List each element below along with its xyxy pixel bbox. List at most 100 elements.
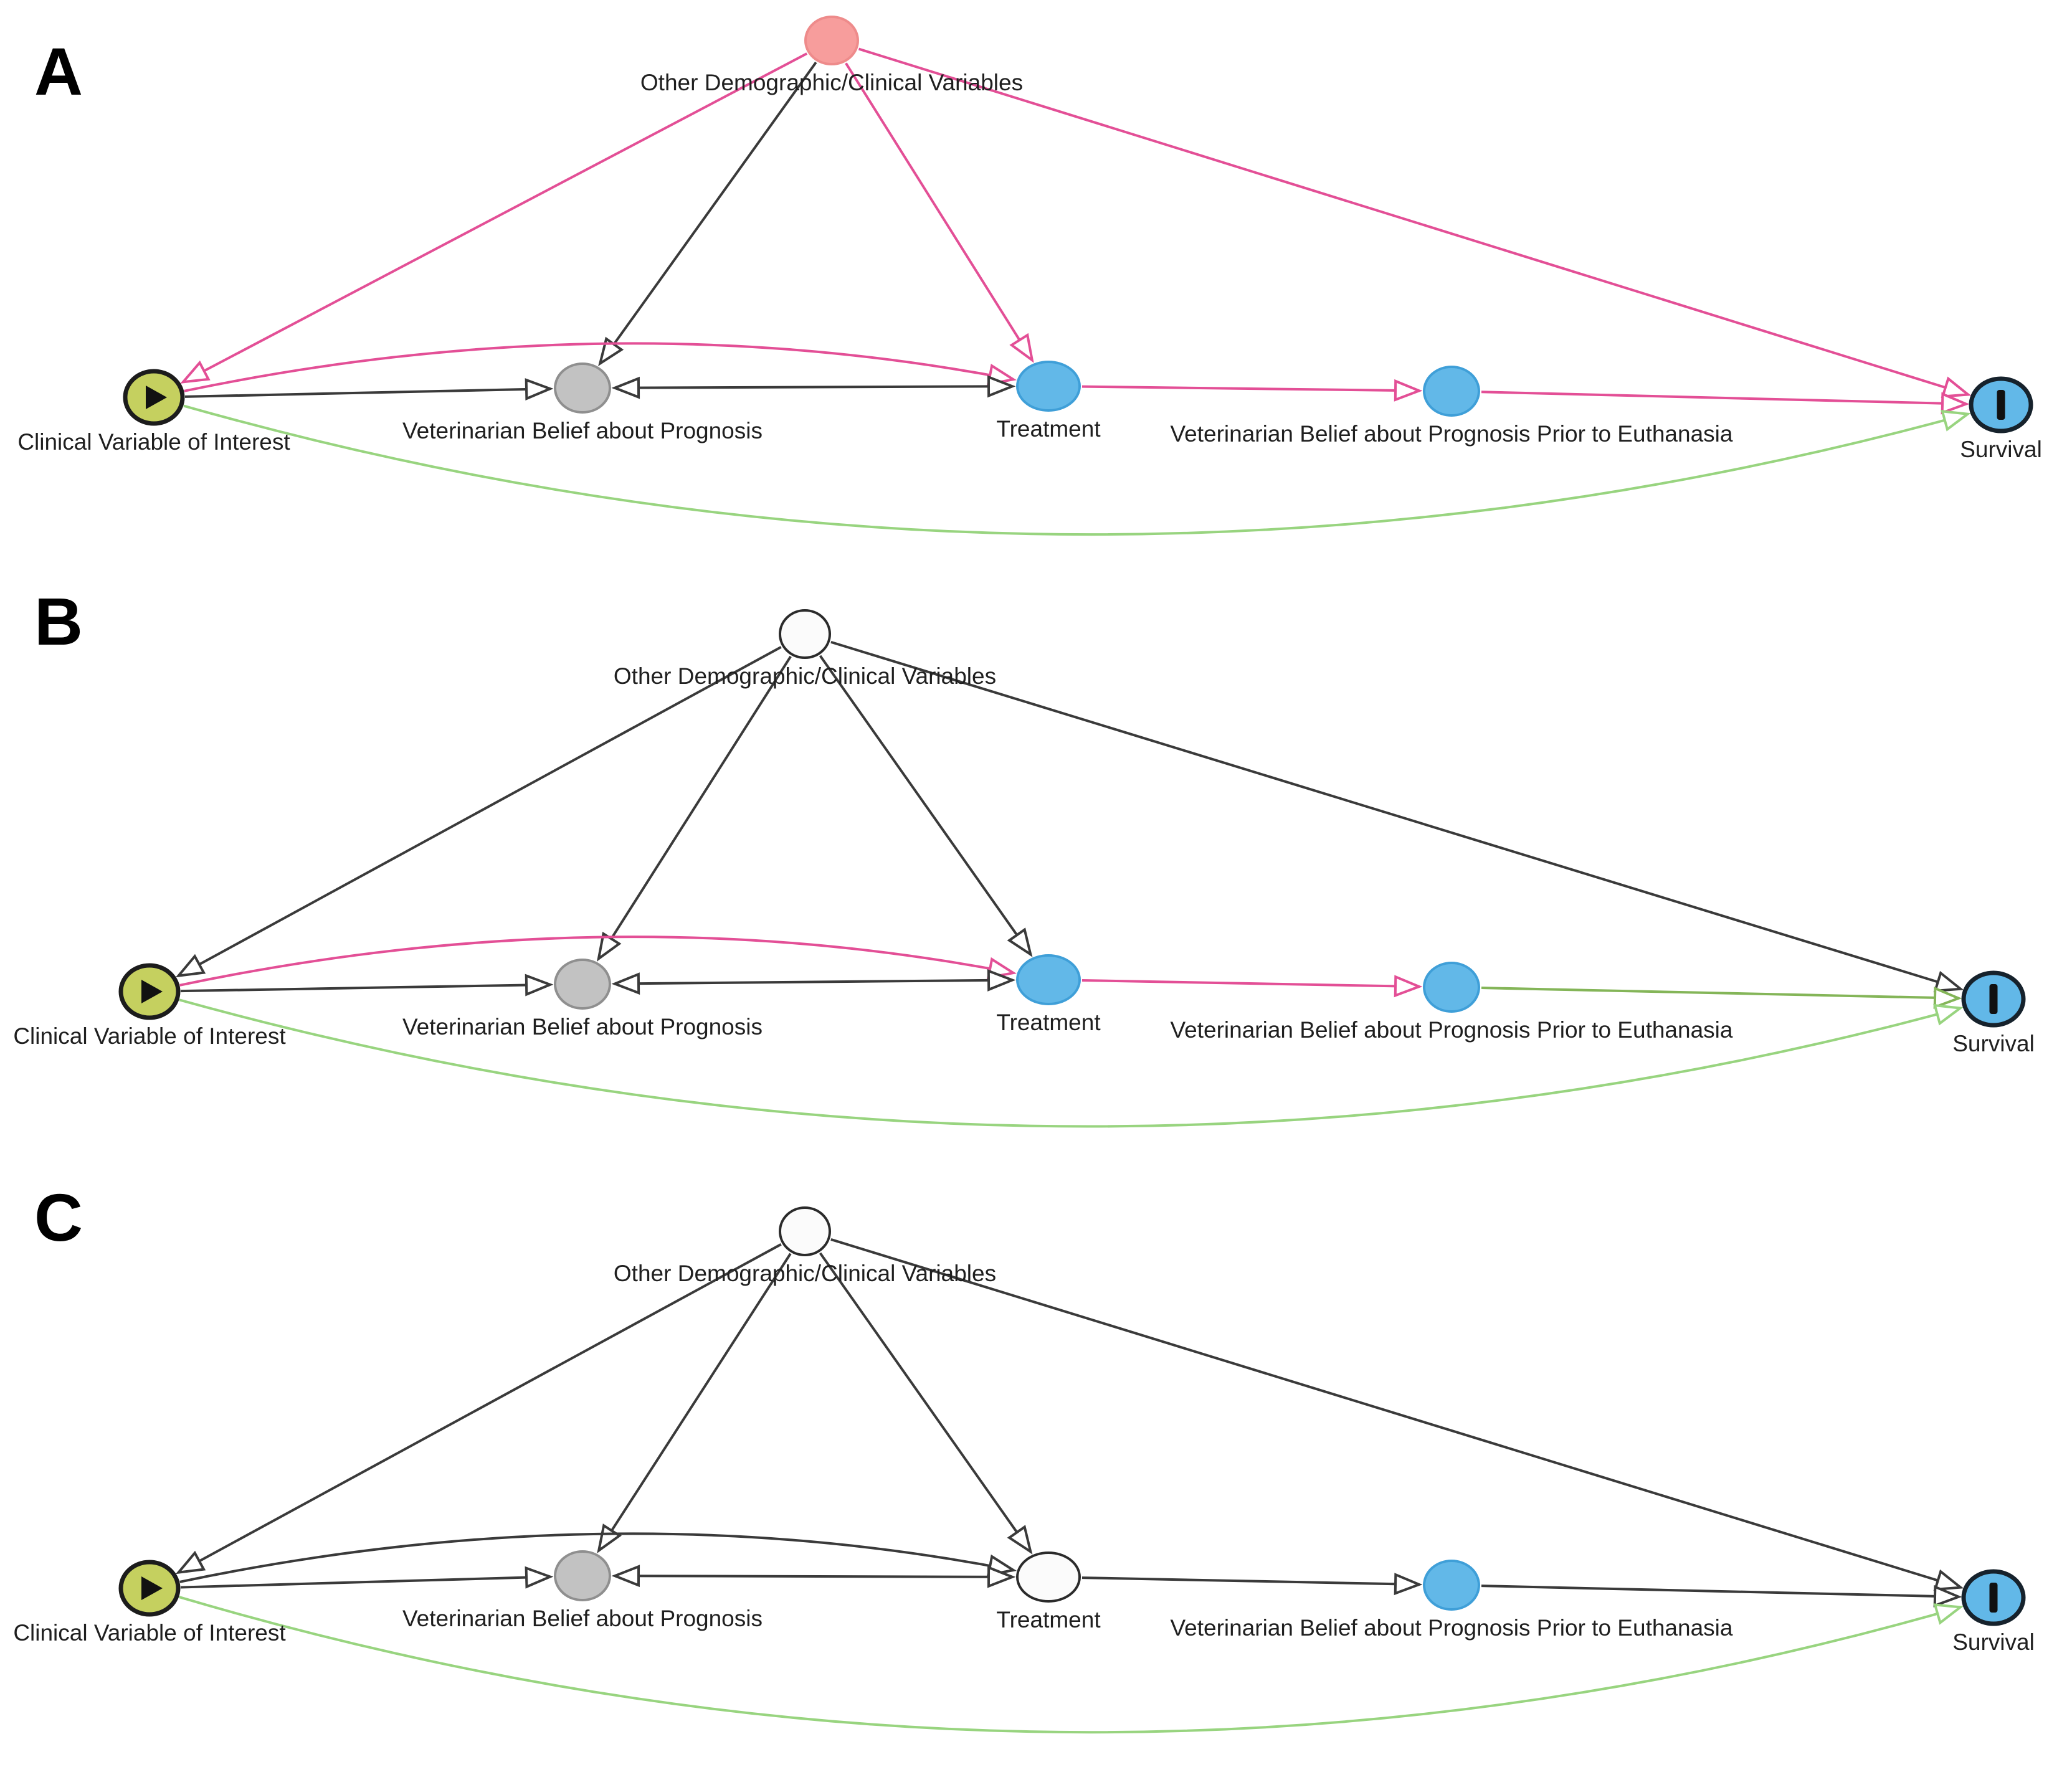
edge-line [830, 1238, 1961, 1589]
edge-line [179, 998, 1960, 1128]
arrowhead-icon [987, 969, 1016, 992]
edge-treatment-belief [611, 1565, 1016, 1588]
edge-line [183, 404, 1969, 536]
arrowhead-icon [1394, 379, 1423, 402]
edge-other-clinical [180, 52, 808, 384]
arrowhead-icon [597, 1523, 622, 1554]
edge-other-belief [596, 655, 792, 962]
edge-other-treatment [819, 1252, 1033, 1555]
node-shape-other [779, 609, 831, 659]
node-clinical [123, 369, 185, 426]
node-label-belief_euth: Veterinarian Belief about Prognosis Prio… [1171, 1615, 1733, 1641]
node-label-survival: Survival [1952, 1031, 2035, 1056]
arrowhead-icon [596, 931, 622, 962]
edge-line [184, 342, 1014, 392]
edge-line [845, 62, 1034, 361]
edge-clinical-belief [180, 1566, 554, 1589]
edge-other-clinical [175, 646, 782, 978]
exposure-triangle-icon [146, 386, 167, 409]
node-shape-other [804, 16, 859, 65]
node-other [779, 1206, 831, 1256]
edge-line [1081, 1576, 1420, 1586]
edge-other-clinical [175, 1243, 782, 1575]
node-label-other: Other Demographic/Clinical Variables [614, 663, 996, 689]
node-belief_euth [1423, 962, 1480, 1013]
node-shape-belief_euth [1423, 1560, 1480, 1611]
arrowhead-icon [987, 1565, 1016, 1588]
arrowhead-icon [525, 1566, 554, 1589]
node-treatment [1016, 361, 1081, 412]
outcome-bar-icon [1997, 390, 2005, 420]
arrowhead-icon [1933, 1585, 1962, 1608]
node-shape-belief [554, 1550, 611, 1601]
edge-line [819, 1252, 1032, 1553]
node-label-treatment: Treatment [996, 1010, 1101, 1035]
edge-treatment-belief [611, 969, 1016, 995]
node-label-belief_euth: Veterinarian Belief about Prognosis Prio… [1171, 421, 1733, 447]
arrowhead-icon [525, 378, 554, 400]
edge-line [184, 387, 551, 398]
edge-belief_euth-survival [1481, 1585, 1962, 1608]
arrowhead-icon [987, 375, 1016, 398]
arrowhead-icon [1007, 927, 1033, 957]
node-other [804, 16, 859, 65]
arrowhead-icon [1933, 1603, 1964, 1625]
edge-line [178, 646, 782, 977]
panel-letter-C: C [34, 1180, 83, 1255]
node-label-belief: Veterinarian Belief about Prognosis [402, 418, 763, 443]
edge-other-survival [830, 640, 1964, 993]
arrowhead-icon [180, 360, 211, 384]
node-label-belief_euth: Veterinarian Belief about Prognosis Prio… [1171, 1017, 1733, 1043]
edge-line [179, 1596, 1961, 1734]
panel-C: Other Demographic/Clinical VariablesClin… [13, 1180, 2035, 1734]
edge-other-survival [858, 47, 1972, 398]
node-label-clinical: Clinical Variable of Interest [13, 1620, 286, 1646]
edge-clinical-survival [179, 1596, 1964, 1734]
arrowhead-icon [1941, 410, 1971, 432]
node-label-other: Other Demographic/Clinical Variables [614, 1261, 996, 1286]
arrowhead-icon [1933, 1569, 1964, 1591]
edge-line [597, 1253, 792, 1551]
node-treatment [1016, 954, 1081, 1005]
arrowhead-icon [175, 954, 206, 978]
node-other [779, 609, 831, 659]
edge-line [614, 385, 1013, 389]
node-label-survival: Survival [1960, 437, 2042, 462]
edge-clinical-survival [183, 404, 1971, 536]
node-survival [1969, 376, 2033, 433]
node-label-clinical: Clinical Variable of Interest [17, 429, 290, 455]
edge-line [179, 1532, 1014, 1583]
node-survival [1961, 1569, 2026, 1626]
edge-other-treatment [845, 62, 1034, 363]
edge-line [1081, 979, 1420, 988]
arrowhead-icon [1007, 1525, 1033, 1555]
node-belief [554, 362, 611, 414]
arrowhead-icon [1933, 986, 1962, 1009]
edge-line [180, 1575, 551, 1589]
arrowhead-icon [1941, 376, 1972, 398]
node-treatment [1016, 1551, 1081, 1603]
arrowhead-icon [611, 376, 640, 399]
exposure-triangle-icon [141, 1576, 163, 1600]
arrowhead-icon [1009, 333, 1034, 363]
panel-letter-B: B [34, 584, 83, 659]
exposure-triangle-icon [141, 980, 163, 1003]
node-label-treatment: Treatment [996, 416, 1101, 442]
node-label-survival: Survival [1952, 1629, 2035, 1655]
node-belief [554, 1550, 611, 1601]
edge-line [179, 936, 1014, 987]
edge-line [1481, 391, 1967, 405]
edge-line [599, 61, 817, 364]
arrowhead-icon [175, 1550, 206, 1575]
edge-line [819, 655, 1032, 955]
edge-line [178, 1243, 782, 1574]
edge-line [858, 47, 1969, 396]
edge-other-survival [830, 1238, 1964, 1591]
node-shape-other [779, 1206, 831, 1256]
node-belief [554, 959, 611, 1010]
node-belief_euth [1423, 366, 1480, 417]
edge-line [182, 52, 808, 384]
node-clinical [118, 963, 181, 1020]
